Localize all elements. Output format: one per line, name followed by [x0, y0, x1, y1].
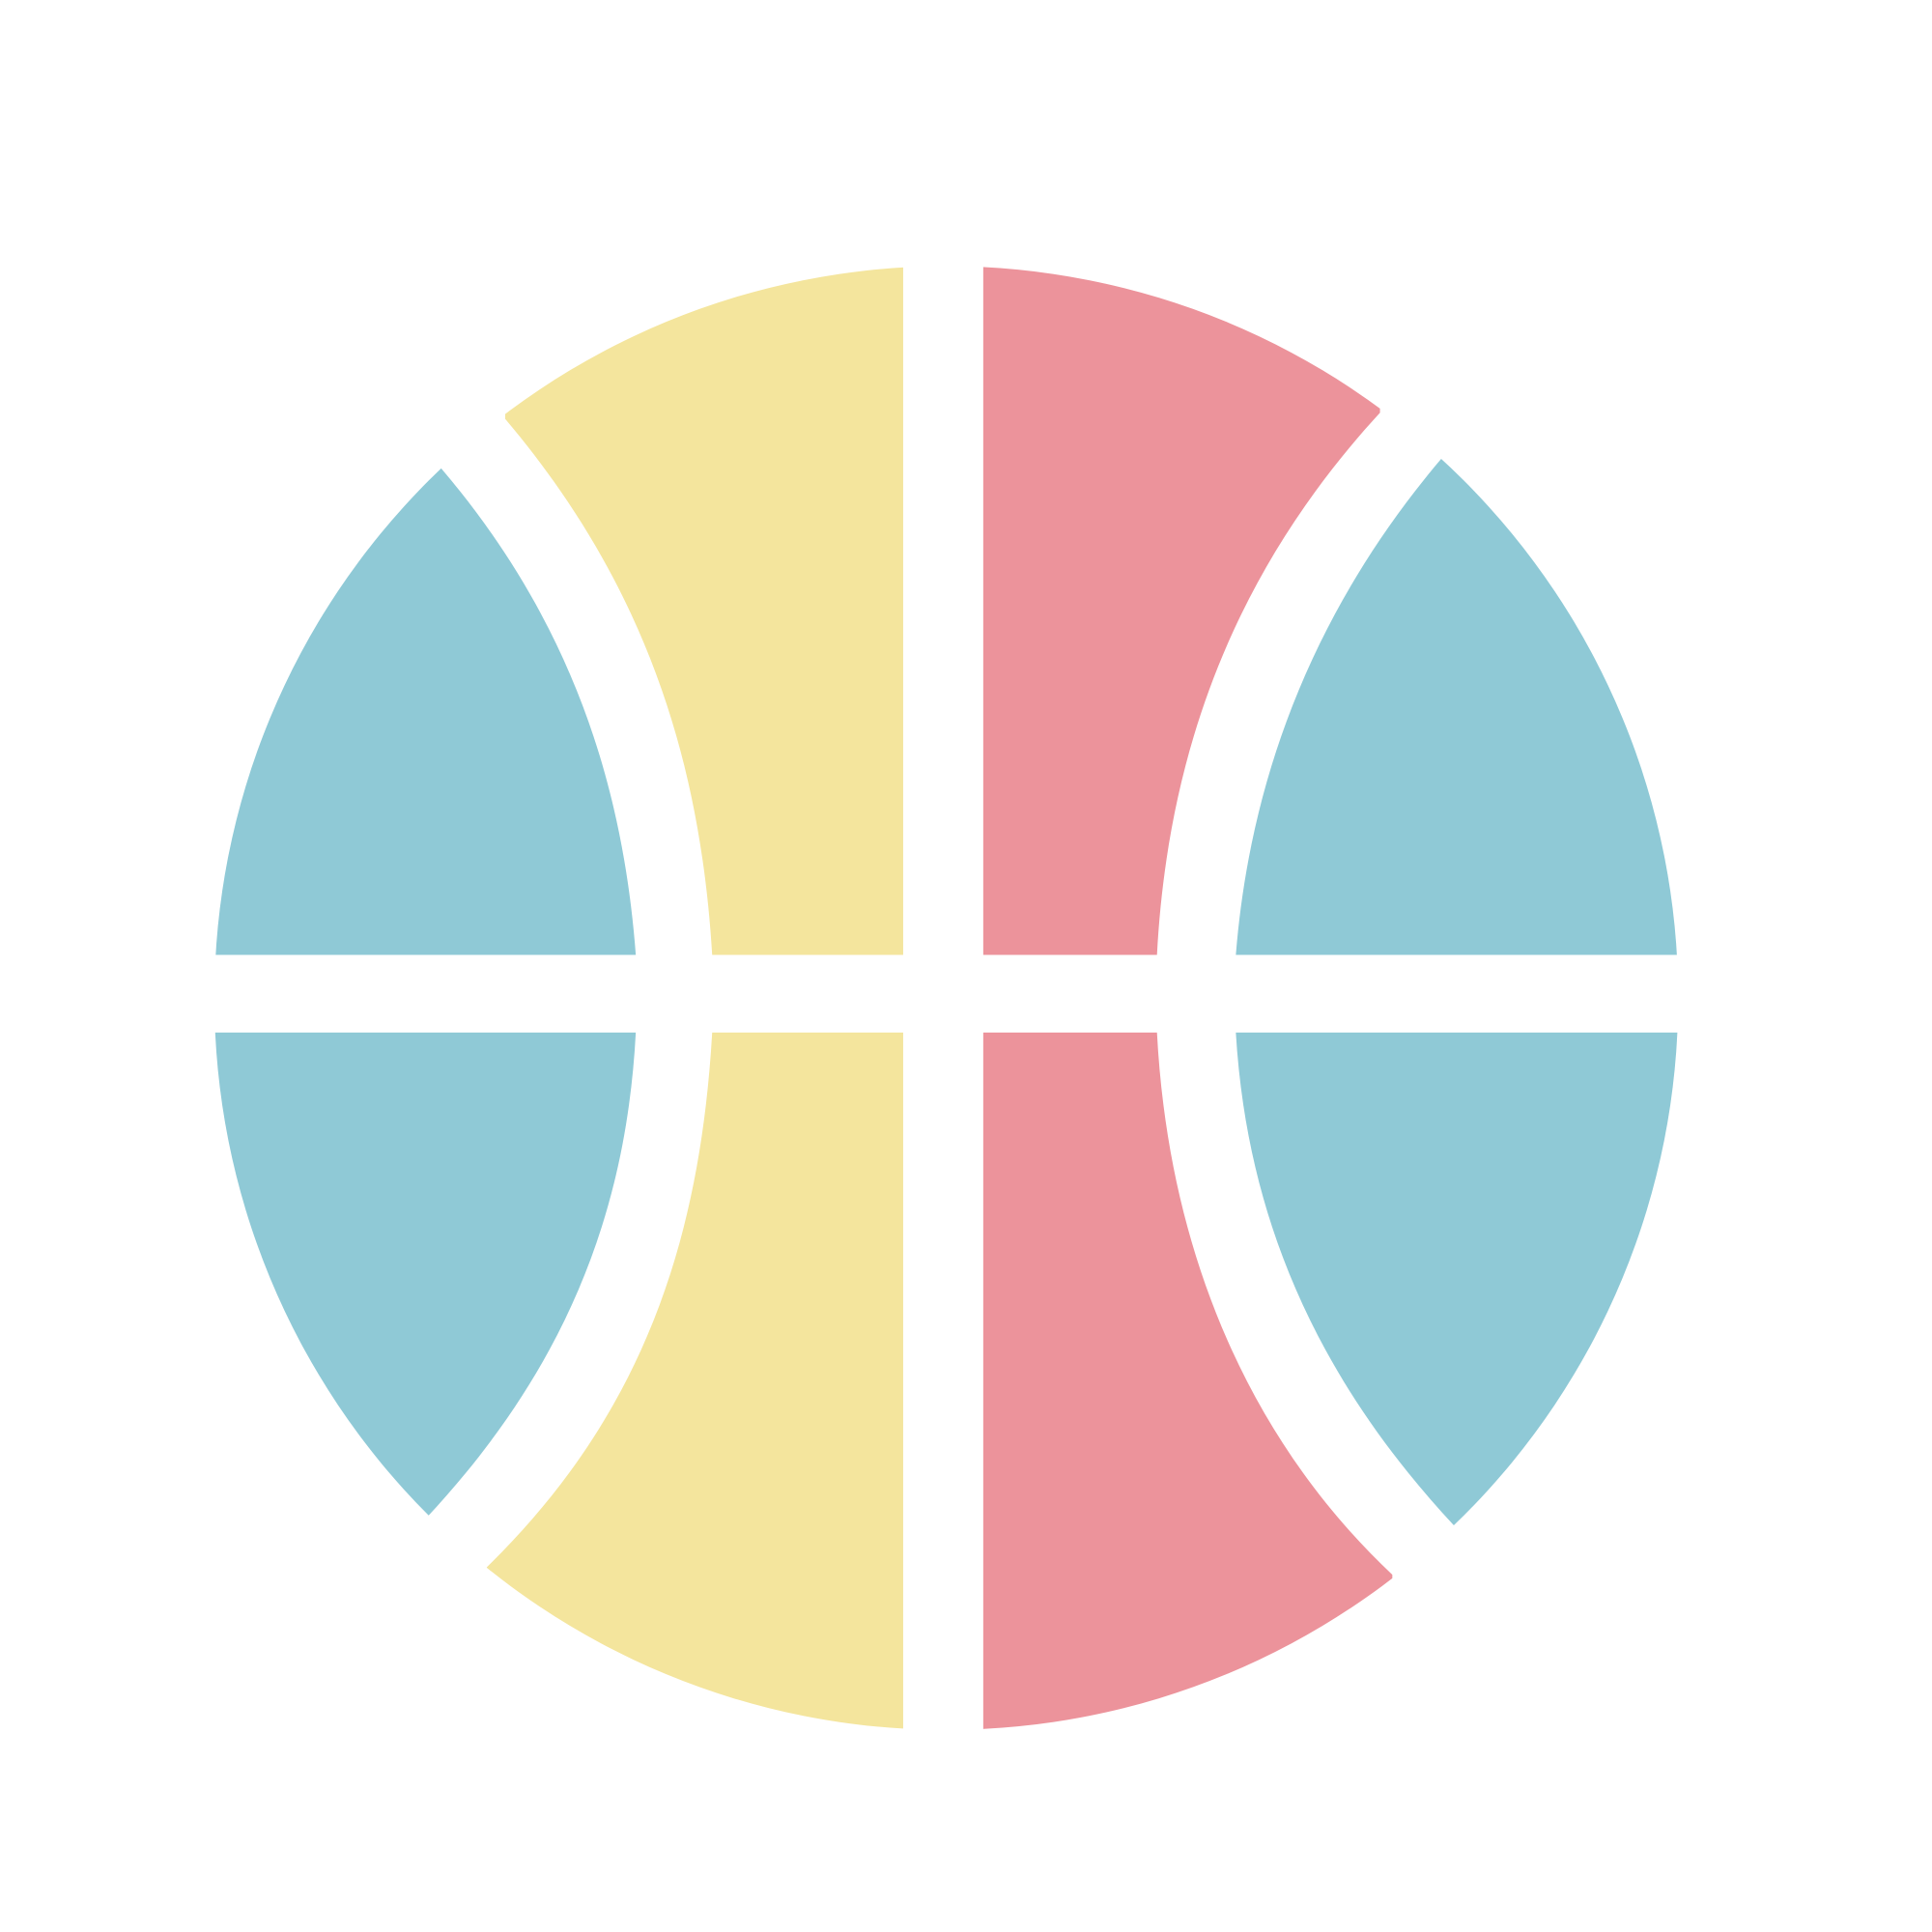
center-right-top-segment [982, 266, 1380, 955]
basketball-icon [213, 266, 1679, 1730]
center-left-top-segment [504, 266, 903, 955]
center-left-bottom-segment [486, 1032, 903, 1730]
right-bottom-segment [1236, 1032, 1679, 1730]
left-bottom-segment [213, 1032, 637, 1730]
center-right-bottom-segment [982, 1032, 1393, 1730]
